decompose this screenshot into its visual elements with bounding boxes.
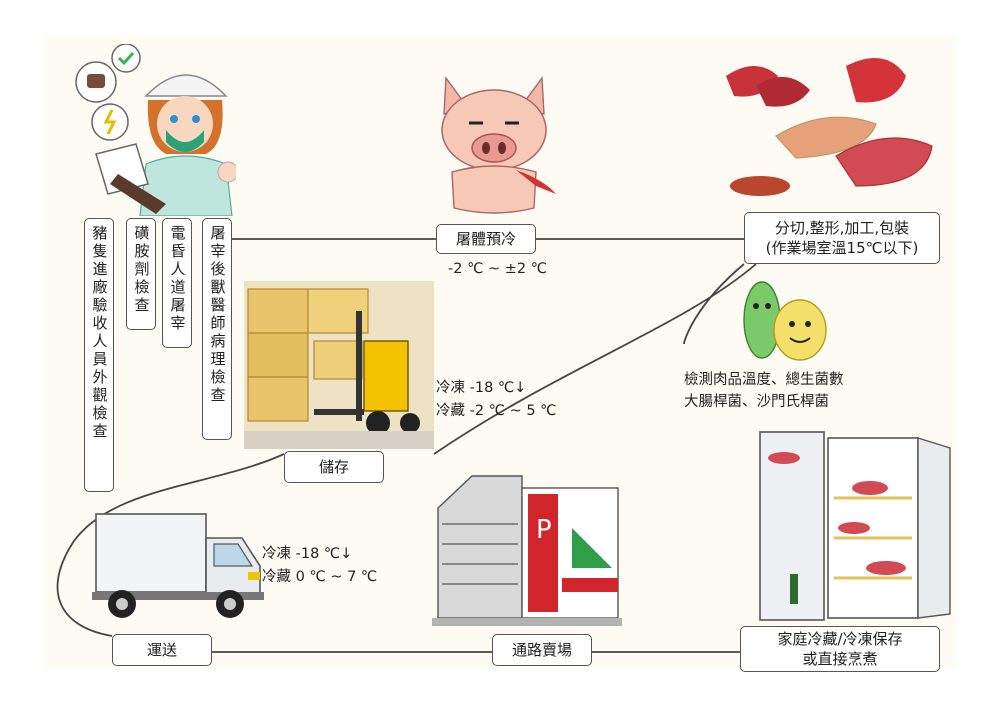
transport-chilled: 冷藏 0 ℃ ~ 7 ℃ <box>262 569 378 585</box>
cutting-box: 分切,整形,加工,包裝 (作業場室溫15℃以下) <box>744 212 940 264</box>
storage-label: 儲存 <box>318 457 349 476</box>
retail-label: 通路賣場 <box>511 640 572 659</box>
precool-box: 屠體預冷 <box>436 224 536 254</box>
inspection-item-appearance: 豬隻進廠驗收人員外觀檢查 <box>84 218 114 492</box>
home-box: 家庭冷藏/冷凍保存 或直接烹煮 <box>740 626 940 672</box>
diagram-canvas: P 屠體預冷 -2 ℃ ~ ±2 ℃ 分切,整形,加工,包裝 (作業場室溫15℃… <box>44 36 956 672</box>
meat-cuts-icon <box>726 58 933 196</box>
inspection-label-appearance: 豬隻進廠驗收人員外觀檢查 <box>90 225 109 441</box>
testing-line1: 檢測肉品溫度、總生菌數 <box>684 372 844 388</box>
inspection-item-vet: 屠宰後獸醫師病理檢查 <box>202 218 232 440</box>
refrigerated-truck-icon <box>92 513 264 618</box>
inspection-label-stunning: 電昏人道屠宰 <box>168 225 187 333</box>
pig-icon <box>441 76 556 214</box>
storage-chilled: 冷藏 -2 ℃ ~ 5 ℃ <box>436 403 557 419</box>
inspection-item-sulfonamide: 磺胺劑檢查 <box>126 218 156 330</box>
transport-box: 運送 <box>112 634 212 666</box>
precool-label: 屠體預冷 <box>455 229 516 248</box>
forklift-icon <box>244 281 434 449</box>
inspection-item-stunning: 電昏人道屠宰 <box>162 218 192 348</box>
precool-temp: -2 ℃ ~ ±2 ℃ <box>448 261 547 277</box>
storage-frozen: 冷凍 -18 ℃↓ <box>436 380 527 396</box>
testing-line2: 大腸桿菌、沙門氏桿菌 <box>684 394 829 410</box>
home-note: 或直接烹煮 <box>802 650 878 668</box>
svg-text:P: P <box>536 515 552 545</box>
store-building-icon: P <box>432 475 622 626</box>
cutting-label: 分切,整形,加工,包裝 <box>774 218 910 237</box>
cutting-note: (作業場室溫15℃以下) <box>765 239 919 257</box>
inspection-label-sulfonamide: 磺胺劑檢查 <box>132 225 151 315</box>
inspector-icon <box>75 44 236 216</box>
bacteria-icon <box>743 281 827 361</box>
transport-label: 運送 <box>146 640 177 659</box>
fridge-icon <box>759 431 951 621</box>
retail-box: 通路賣場 <box>492 634 592 666</box>
storage-box: 儲存 <box>284 451 384 483</box>
home-label: 家庭冷藏/冷凍保存 <box>777 629 903 648</box>
inspection-label-vet: 屠宰後獸醫師病理檢查 <box>208 225 227 405</box>
transport-frozen: 冷凍 -18 ℃↓ <box>262 546 353 562</box>
flow-connectors <box>56 238 757 653</box>
